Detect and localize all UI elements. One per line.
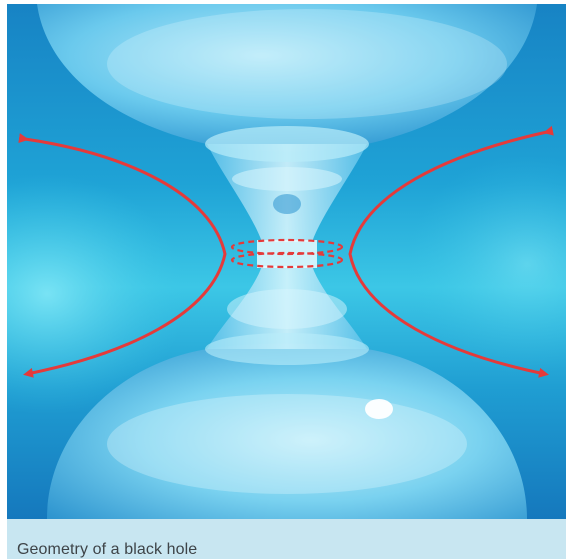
lower-funnel-rim [205,333,369,365]
lower-funnel-ring [227,289,347,329]
caption-bar: Geometry of a black hole [7,519,566,559]
figure: Geometry of a black hole [7,4,566,559]
throat-glint [273,194,301,214]
figure-caption: Geometry of a black hole [17,541,197,559]
top-bulb-highlight [107,9,507,119]
upper-funnel-ring [232,167,342,191]
upper-funnel-rim [205,126,369,162]
black-hole-illustration [7,4,566,519]
bottom-bulb-highlight [107,394,467,494]
bottom-sparkle [365,399,393,419]
